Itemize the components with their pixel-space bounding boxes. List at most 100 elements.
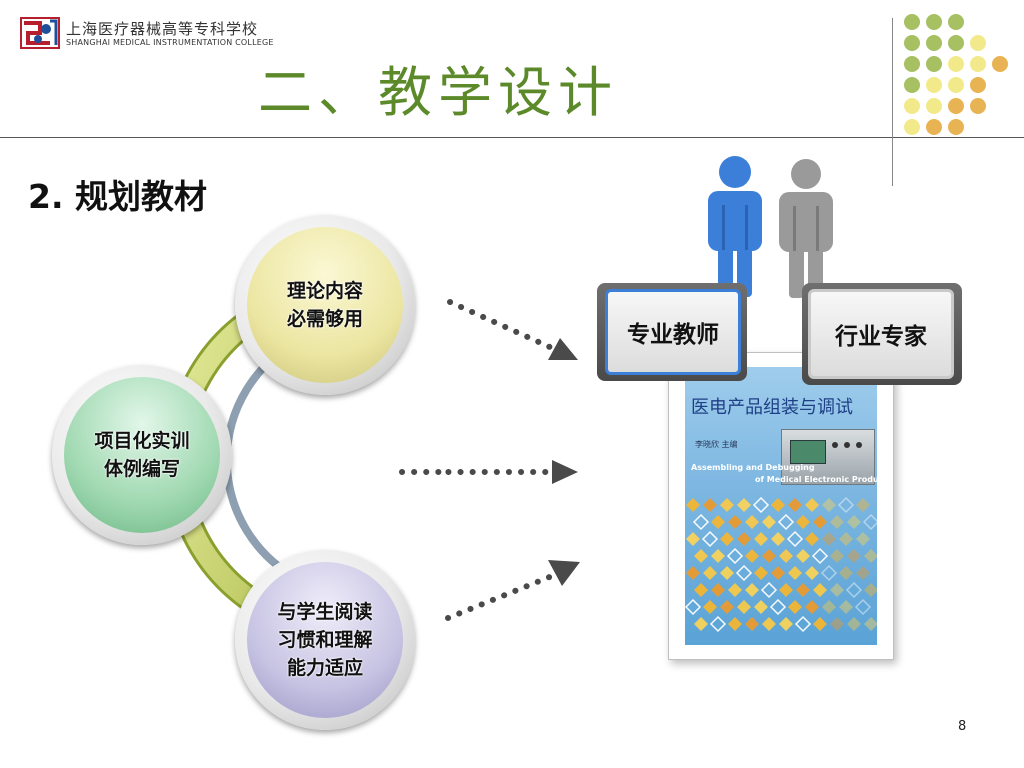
cover-diamond <box>760 581 778 599</box>
cover-diamond <box>694 549 708 563</box>
decor-dot <box>948 119 964 135</box>
decor-dot <box>948 98 964 114</box>
cover-diamond <box>745 515 759 529</box>
book-title-en-line2: of Medical Electronic Product <box>755 475 877 484</box>
book-cover: 医电产品组装与调试 李晓欣 主编 Assembling and Debuggin… <box>685 367 877 645</box>
decor-dot <box>948 77 964 93</box>
book-title-en-line1: Assembling and Debugging <box>691 463 815 472</box>
dotted-arrow-middle-tail <box>399 469 447 475</box>
decor-dot <box>904 14 920 30</box>
cover-diamond <box>711 549 725 563</box>
cover-diamond <box>711 583 725 597</box>
circle-project-line1: 项目化实训 <box>94 430 190 452</box>
cover-diamond <box>703 600 717 614</box>
textbook: 医电产品组装与调试 李晓欣 主编 Assembling and Debuggin… <box>668 352 894 660</box>
cover-diamond <box>754 600 768 614</box>
cover-diamond <box>796 549 810 563</box>
cover-diamond <box>805 566 819 580</box>
decor-dot <box>926 98 942 114</box>
circle-reading: 与学生阅读 习惯和理解 能力适应 <box>235 550 415 730</box>
cover-diamond <box>822 532 836 546</box>
cover-diamond <box>694 583 708 597</box>
cover-diamond <box>788 566 802 580</box>
cover-diamond <box>754 532 768 546</box>
arrow-head-bottom-icon <box>548 560 580 586</box>
cover-diamond <box>864 549 877 563</box>
cover-diamond <box>771 498 785 512</box>
expert-person-icon <box>779 159 833 298</box>
cover-diamond <box>754 566 768 580</box>
circle-project-line2: 体例编写 <box>103 458 180 480</box>
vertical-divider <box>892 18 893 186</box>
cover-diamond <box>845 581 863 599</box>
circle-project: 项目化实训 体例编写 <box>52 365 232 545</box>
cover-diamond <box>728 515 742 529</box>
decor-dot <box>970 35 986 51</box>
circle-theory-line2: 必需够用 <box>286 308 363 330</box>
cover-diamond <box>745 617 759 631</box>
decor-dot <box>926 77 942 93</box>
cover-diamond <box>771 566 785 580</box>
cover-diamond <box>762 617 776 631</box>
cover-diamond <box>720 566 734 580</box>
cover-diamond <box>762 515 776 529</box>
decor-dot <box>970 56 986 72</box>
decor-dot <box>948 35 964 51</box>
teacher-role-box: 专业教师 <box>597 283 747 381</box>
cover-diamond <box>692 513 710 531</box>
cover-diamond <box>703 566 717 580</box>
cover-diamond <box>694 617 708 631</box>
cover-diamond <box>856 498 870 512</box>
decor-dot <box>904 77 920 93</box>
book-device-image <box>781 429 875 485</box>
cover-diamond <box>805 600 819 614</box>
cover-diamond <box>830 515 844 529</box>
cover-diamond <box>822 600 836 614</box>
cover-diamond <box>813 617 827 631</box>
cover-diamond <box>830 617 844 631</box>
cover-diamond <box>856 566 870 580</box>
cover-diamond <box>709 615 727 633</box>
cover-diamond <box>686 532 700 546</box>
book-diamond-pattern <box>685 497 877 633</box>
cover-diamond <box>777 513 795 531</box>
decor-dot <box>926 56 942 72</box>
cover-diamond <box>728 583 742 597</box>
header-divider <box>0 137 1024 138</box>
cover-diamond <box>779 617 793 631</box>
circle-reading-line2: 习惯和理解 <box>277 629 373 651</box>
cover-diamond <box>811 547 829 565</box>
cover-diamond <box>854 598 872 616</box>
decor-dot <box>926 14 942 30</box>
arrow-head-top-icon <box>548 338 578 360</box>
cover-diamond <box>703 498 717 512</box>
cover-diamond <box>686 498 700 512</box>
cover-diamond <box>839 566 853 580</box>
decor-dot <box>926 119 942 135</box>
section-title: 2. 规划教材 <box>28 177 207 216</box>
cover-diamond <box>830 583 844 597</box>
decor-dot <box>904 35 920 51</box>
cover-diamond <box>794 615 812 633</box>
circle-theory-line1: 理论内容 <box>286 280 363 302</box>
cover-diamond <box>847 515 861 529</box>
cover-diamond <box>720 532 734 546</box>
cover-diamond <box>796 583 810 597</box>
cover-diamond <box>769 598 787 616</box>
cover-diamond <box>726 547 744 565</box>
decor-dot <box>948 56 964 72</box>
cover-diamond <box>847 617 861 631</box>
expert-role-label: 行业专家 <box>808 289 954 379</box>
cover-diamond <box>735 564 753 582</box>
cover-diamond <box>856 532 870 546</box>
cover-diamond <box>788 600 802 614</box>
decor-dot <box>904 119 920 135</box>
slide-title: 二、教学设计 <box>258 61 618 124</box>
teacher-role-label: 专业教师 <box>605 289 741 375</box>
cover-diamond <box>830 549 844 563</box>
cover-diamond <box>813 515 827 529</box>
cover-diamond <box>796 515 810 529</box>
cover-diamond <box>788 498 802 512</box>
decor-dot <box>948 14 964 30</box>
teacher-person-icon <box>708 156 762 297</box>
